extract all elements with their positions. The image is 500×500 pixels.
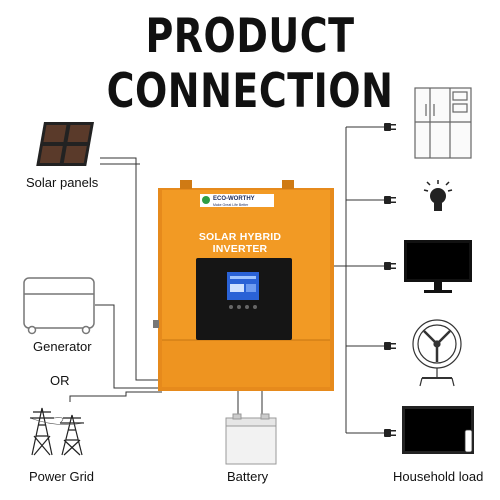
battery-label: Battery [227,469,269,484]
plugs [384,123,396,437]
battery-icon [225,413,277,465]
tv-icon [402,406,474,454]
plug-icon [384,342,396,350]
or-label: OR [50,373,70,388]
power-tower-icon [60,414,84,456]
wire-solar [100,157,162,381]
inverter-label: SOLAR HYBRID INVERTER [198,231,282,255]
plug-icon [384,429,396,437]
inverter-unit [153,180,334,391]
plug-icon [384,262,396,270]
brand-tagline: Make Great Life Better [213,203,249,207]
generator-label: Generator [33,339,92,354]
monitor-icon [404,240,472,293]
wire-generator [95,304,162,389]
household-load-label: Household load [393,469,484,484]
plug-icon [384,123,396,131]
wire-grid [69,391,162,402]
brand-name: ECO-WORTHY [213,196,255,202]
power-grid-label: Power Grid [29,469,95,484]
plug-icon [384,196,396,204]
fan-icon [412,319,462,387]
light-bulb-icon [423,180,453,211]
solar-panel-icon [36,122,94,166]
solar-panels-label: Solar panels [26,175,99,190]
refrigerator-icon [414,87,472,159]
power-line [29,417,85,425]
generator-icon [23,277,95,335]
power-tower-icon [30,407,54,456]
page-title: PRODUCT CONNECTION [106,8,394,118]
